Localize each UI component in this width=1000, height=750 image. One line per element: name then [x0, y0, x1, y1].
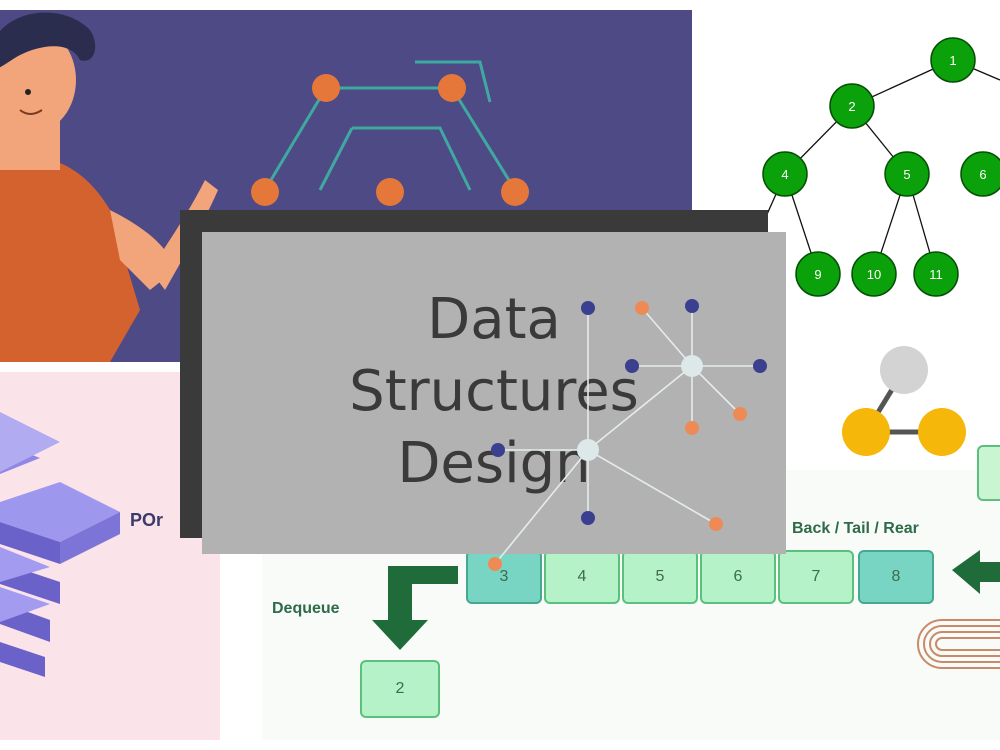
tree-node-label: 5	[903, 167, 910, 182]
tree-node: 10	[851, 251, 897, 297]
tree-node: 6	[960, 151, 1000, 197]
tree-node-label: 4	[781, 167, 788, 182]
stacked-blocks-icon	[0, 412, 120, 677]
title-line: Structures	[349, 359, 639, 424]
blocks-label: POr	[130, 510, 164, 530]
arrow-left-icon	[952, 550, 1000, 594]
back-label: Back / Tail / Rear	[792, 520, 919, 537]
title-card: Data Structures Design	[202, 232, 786, 554]
tree-node: 1	[930, 37, 976, 83]
binary-tree-diagram: 1 2 4 5 6 9 10 11	[759, 37, 1000, 297]
paperclip-icon	[917, 619, 1000, 669]
tree-node: 11	[913, 251, 959, 297]
illustration-panel	[0, 10, 692, 362]
network-graph-icon	[470, 288, 780, 588]
tree-node: 9	[795, 251, 841, 297]
queue-cell: 3	[466, 550, 542, 604]
graph-triangle-icon	[836, 344, 976, 464]
queue-cell: 6	[700, 550, 776, 604]
queue-cell: 7	[778, 550, 854, 604]
binary-tree-panel: 1 2 4 5 6 9 10 11	[700, 0, 1000, 320]
queue-cell: 5	[622, 550, 698, 604]
tree-node: 2	[829, 83, 875, 129]
circuit-icon	[263, 60, 517, 191]
tree-node: 4	[762, 151, 808, 197]
tree-node-label: 1	[949, 53, 956, 68]
tree-node-label: 9	[814, 267, 821, 282]
tree-node-label: 2	[848, 99, 855, 114]
card-title: Data Structures Design	[202, 284, 786, 500]
queue-side-cell	[977, 445, 1000, 501]
dequeued-cell: 2	[360, 660, 440, 718]
tree-node: 5	[884, 151, 930, 197]
tree-node-label: 11	[929, 267, 943, 282]
queue-cell: 8	[858, 550, 934, 604]
title-line: Data	[427, 287, 561, 352]
tree-node-label: 6	[979, 167, 986, 182]
arrow-down-left-icon	[372, 566, 458, 650]
dequeue-label: Dequeue	[272, 600, 340, 617]
tree-node-label: 10	[867, 267, 881, 282]
